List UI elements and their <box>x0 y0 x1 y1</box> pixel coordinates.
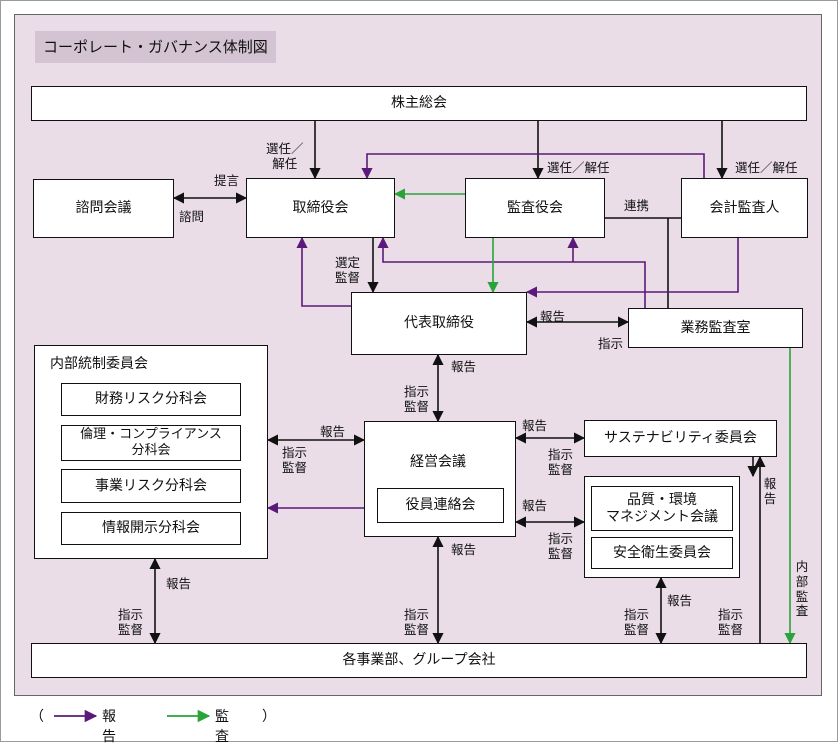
divisions-box: 各事業部、グループ会社 <box>31 643 807 678</box>
board-box: 取締役会 <box>246 178 395 238</box>
label-instruct-pm: 指示 監督 <box>404 384 430 414</box>
label-report-ia: 報告 <box>540 309 566 324</box>
report-pres-board <box>296 236 351 307</box>
management-title: 経営会議 <box>410 454 466 470</box>
report-acc-pres <box>525 238 739 298</box>
label-instruct-md: 指示 監督 <box>404 607 430 637</box>
label-elect-audit: 選任／解任 <box>547 160 610 175</box>
label-instruct-ic: 指示 監督 <box>282 445 308 475</box>
legend-audit-arrow <box>167 709 211 723</box>
president-box: 代表取締役 <box>351 292 527 355</box>
label-select: 選定 監督 <box>335 255 361 285</box>
label-report-pm: 報告 <box>451 359 477 374</box>
label-report-ic: 報告 <box>320 424 346 439</box>
label-instruct-sus: 指示 監督 <box>548 447 574 477</box>
internal-control-title: 内部統制委員会 <box>50 356 148 372</box>
internal-audit-box: 業務監査室 <box>628 308 803 348</box>
accounting-auditor-box: 会計監査人 <box>681 178 808 238</box>
report-acc-board <box>361 153 705 180</box>
officers-box: 役員連絡会 <box>377 488 504 523</box>
legend-report-arrow <box>54 709 98 723</box>
legend-close: ） <box>262 709 276 725</box>
ic-item-business: 事業リスク分科会 <box>61 469 241 503</box>
label-report-q: 報告 <box>522 498 548 513</box>
label-instruct-ia: 指示 <box>598 336 624 351</box>
label-instruct-qd: 指示 監督 <box>624 607 650 637</box>
sustainability-box: サステナビリティ委員会 <box>584 420 777 457</box>
legend-open: （ <box>30 709 44 725</box>
label-consult: 諮問 <box>179 209 205 224</box>
label-elect-board: 選任／ 解任 <box>266 141 304 171</box>
label-instruct-q: 指示 監督 <box>548 531 574 561</box>
label-report-qd: 報告 <box>667 593 693 608</box>
legend-audit-label: 監査 <box>215 709 229 745</box>
label-report-sus: 報告 <box>522 418 548 433</box>
report-ia-board <box>377 236 646 308</box>
label-report-icd: 報告 <box>166 576 192 591</box>
label-instruct-sd: 指示 監督 <box>718 607 744 637</box>
quality-box: 品質・環境 マネジメント会議 <box>591 486 733 531</box>
ic-item-finance: 財務リスク分科会 <box>61 383 241 416</box>
label-internal-audit-v: 内部 監査 <box>795 559 809 619</box>
shareholders-box: 株主総会 <box>31 86 807 121</box>
ic-item-disclosure: 情報開示分科会 <box>61 512 241 545</box>
advisory-box: 諮問会議 <box>33 179 174 238</box>
legend-report-label: 報告 <box>102 709 116 745</box>
audit-board-box: 監査役会 <box>465 178 605 238</box>
label-report-sus-right: 報告 <box>763 476 777 506</box>
label-report-md: 報告 <box>451 542 477 557</box>
label-cooperate: 連携 <box>624 198 650 213</box>
diagram-title: コーポレート・ガバナンス体制図 <box>35 31 276 63</box>
label-instruct-icd: 指示 監督 <box>118 607 144 637</box>
ic-item-compliance: 倫理・コンプライアンス 分科会 <box>61 425 241 461</box>
safety-box: 安全衛生委員会 <box>591 537 733 569</box>
label-propose: 提言 <box>214 173 240 188</box>
label-elect-acc: 選任／解任 <box>735 160 798 175</box>
